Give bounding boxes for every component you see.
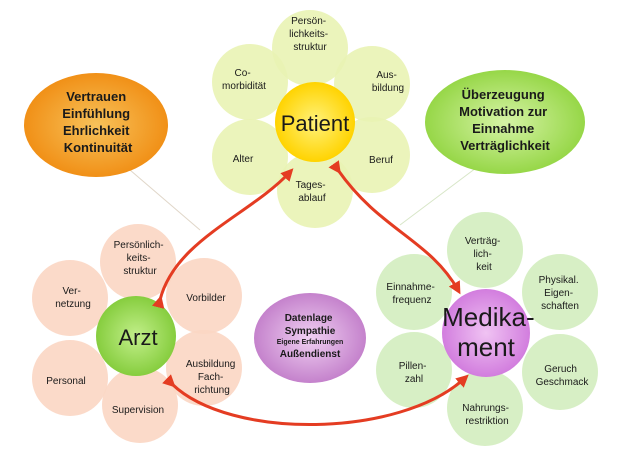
patient-cluster: Persön- lichkeits- struktur Aus- bildung… bbox=[212, 10, 410, 228]
patient-center bbox=[275, 82, 355, 162]
arrow-patient-medikament bbox=[328, 160, 461, 295]
arzt-petal-bottom bbox=[102, 367, 178, 443]
patient-petal-top bbox=[272, 10, 348, 86]
med-petal-bottom-right-label: Geruch Geschmack bbox=[536, 364, 590, 388]
green-oval-label: Überzeugung Motivation zur Einnahme Vert… bbox=[459, 87, 551, 153]
patient-petal-top-right bbox=[334, 46, 410, 122]
med-petal-top-right bbox=[522, 254, 598, 330]
med-center bbox=[442, 289, 530, 377]
arzt-title: Arzt bbox=[118, 325, 157, 350]
arzt-petal-top-left bbox=[32, 260, 108, 336]
arrow-arzt-medikament bbox=[162, 374, 469, 427]
medikament-cluster: Verträg- lich- keit Physikal. Eigen- sch… bbox=[376, 212, 598, 446]
orange-oval-label: Vertrauen Einfühlung Ehrlichkeit Kontinu… bbox=[62, 89, 134, 155]
med-petal-left bbox=[376, 332, 452, 408]
patient-petal-top-left-label: Co- morbidität bbox=[222, 68, 266, 92]
green-oval-group: Überzeugung Motivation zur Einnahme Vert… bbox=[425, 70, 585, 174]
connector-line bbox=[129, 169, 201, 231]
arzt-cluster: Persönlich- keits- struktur Vorbilder Au… bbox=[32, 224, 242, 443]
patient-petal-bottom-label: Tages- ablauf bbox=[296, 180, 329, 204]
center-oval bbox=[254, 293, 366, 383]
arzt-petal-top-left-label: Ver- netzung bbox=[55, 286, 91, 310]
patient-petal-top-right-label: Aus- bildung bbox=[372, 70, 404, 94]
med-petal-top-label: Verträg- lich- keit bbox=[465, 236, 503, 273]
center-oval-group: Datenlage Sympathie Eigene Erfahrungen A… bbox=[254, 293, 366, 383]
med-petal-bottom-right bbox=[522, 334, 598, 410]
patient-title: Patient bbox=[281, 111, 350, 136]
arzt-petal-top-right-label: Vorbilder bbox=[186, 293, 226, 304]
center-oval-small-label: Eigene Erfahrungen bbox=[277, 339, 344, 346]
orange-oval-group: Vertrauen Einfühlung Ehrlichkeit Kontinu… bbox=[24, 73, 168, 177]
arrow-arzt-patient bbox=[152, 168, 294, 309]
patient-petal-top-left bbox=[212, 44, 288, 120]
patient-petal-left-label: Alter bbox=[233, 154, 254, 165]
arzt-petal-left bbox=[32, 340, 108, 416]
arzt-petal-bottom-label: Supervision bbox=[112, 405, 164, 416]
arzt-petal-left-label: Personal bbox=[46, 376, 85, 387]
patient-petal-right-label: Beruf bbox=[369, 155, 393, 166]
patient-petal-top-label: Persön- lichkeits- struktur bbox=[289, 16, 331, 53]
orange-oval bbox=[24, 73, 168, 177]
arrows bbox=[152, 160, 469, 427]
center-oval-last-label: Außendienst bbox=[280, 349, 341, 360]
med-petal-top bbox=[447, 212, 523, 288]
connector-line bbox=[399, 164, 481, 226]
med-petal-top-right-label: Physikal. Eigen- schaften bbox=[539, 275, 582, 312]
arzt-center bbox=[96, 296, 176, 376]
center-oval-label: Datenlage Sympathie bbox=[285, 313, 336, 337]
med-title: Medika- ment bbox=[442, 302, 542, 362]
med-petal-bottom bbox=[447, 370, 523, 446]
med-petal-bottom-label: Nahrungs- restriktion bbox=[462, 403, 511, 427]
green-oval bbox=[425, 70, 585, 174]
arzt-petal-top-label: Persönlich- keits- struktur bbox=[114, 240, 167, 277]
